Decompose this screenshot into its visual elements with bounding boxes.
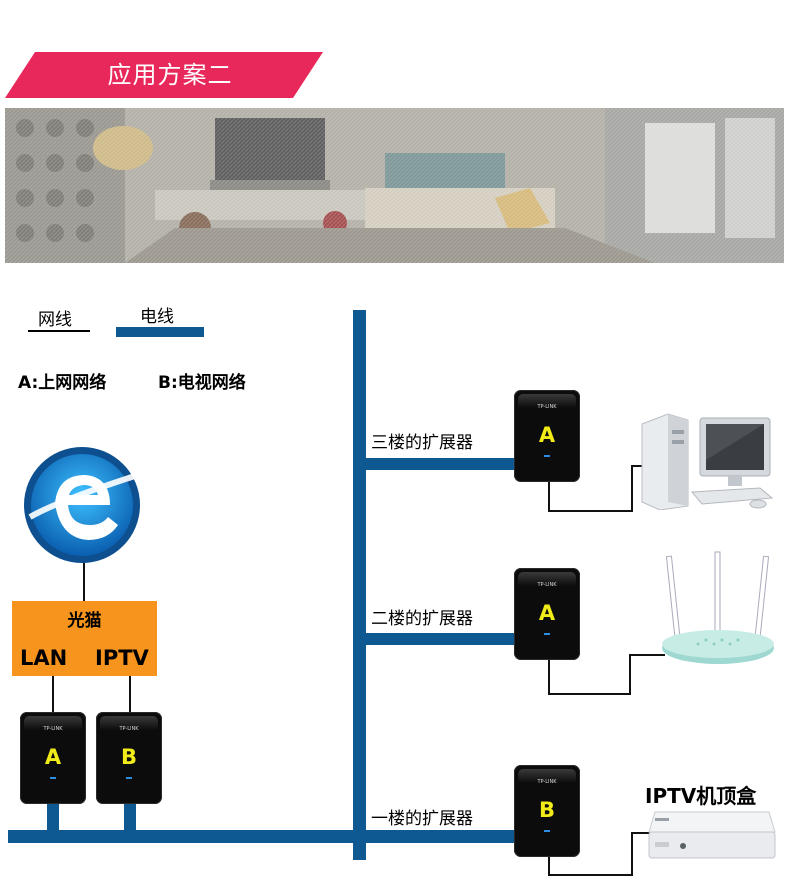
powerline-extender-floor2: TP-LINK A — [514, 568, 580, 660]
powerline-extender-floor1: TP-LINK B — [514, 765, 580, 857]
cable-floor1-iptv — [548, 832, 652, 876]
cable-floor2-router — [548, 654, 665, 695]
adapter-letter: A — [44, 745, 62, 769]
power-branch-floor2 — [366, 633, 516, 645]
network-key-a: A:上网网络 — [18, 373, 107, 393]
powerline-extender-floor3: TP-LINK A — [514, 390, 580, 482]
power-line-main — [353, 310, 366, 860]
led-indicator — [544, 455, 550, 457]
desktop-computer-icon — [641, 413, 774, 510]
page-title: 应用方案二 — [107, 61, 233, 89]
modem-title: 光猫 — [67, 611, 102, 631]
adapter-brand: TP-LINK — [537, 779, 557, 785]
title-banner — [5, 52, 323, 98]
powerline-adapter-modem-a: TP-LINK A — [20, 712, 86, 804]
power-branch-floor1 — [366, 830, 516, 843]
cable-iptv — [129, 676, 131, 714]
floor3-label: 三楼的扩展器 — [371, 433, 473, 453]
power-branch-floor3 — [366, 458, 516, 470]
legend-power-line-label: 电线 — [140, 307, 174, 327]
modem-port-iptv: IPTV — [95, 646, 149, 670]
wireless-router-icon — [662, 551, 774, 664]
optical-modem — [12, 601, 157, 676]
network-key-b: B:电视网络 — [158, 373, 246, 393]
cable-floor3-pc — [548, 465, 645, 512]
led-indicator — [126, 777, 132, 779]
cable-lan — [52, 676, 54, 714]
power-line-ground-floor — [8, 830, 366, 843]
modem-port-lan: LAN — [20, 646, 68, 670]
legend-network-cable-label: 网线 — [38, 310, 72, 330]
led-indicator — [50, 777, 56, 779]
iptv-set-top-box-icon — [648, 811, 776, 859]
living-room-photo — [5, 108, 784, 263]
floor2-label: 二楼的扩展器 — [371, 609, 473, 629]
adapter-brand: TP-LINK — [537, 404, 557, 410]
adapter-letter: B — [120, 745, 137, 769]
adapter-brand: TP-LINK — [43, 726, 63, 732]
adapter-letter: A — [538, 601, 556, 625]
floor1-label: 一楼的扩展器 — [371, 809, 473, 829]
iptv-box-label: IPTV机顶盒 — [645, 784, 757, 808]
power-drop-modem-b — [124, 800, 136, 832]
led-indicator — [544, 633, 550, 635]
adapter-brand: TP-LINK — [119, 726, 139, 732]
led-indicator — [544, 830, 550, 832]
legend-network-cable-line — [28, 330, 90, 332]
adapter-letter: A — [538, 423, 556, 447]
legend-power-line-swatch — [116, 327, 204, 337]
adapter-letter: B — [538, 798, 555, 822]
power-drop-modem-a — [47, 800, 59, 832]
powerline-adapter-modem-b: TP-LINK B — [96, 712, 162, 804]
cable-internet-to-modem — [83, 562, 85, 602]
internet-explorer-icon — [24, 447, 140, 563]
adapter-brand: TP-LINK — [537, 582, 557, 588]
